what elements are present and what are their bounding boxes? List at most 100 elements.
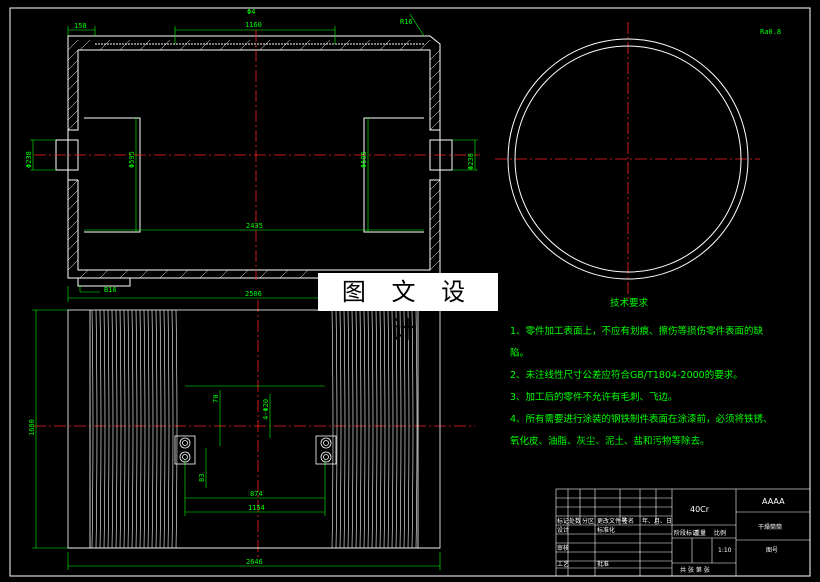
thread-line (119, 309, 122, 549)
tb-label-stage: 阶段标记 (674, 529, 698, 537)
thread-line (371, 309, 374, 549)
dim-874: 874 (250, 490, 263, 498)
thread-line (363, 309, 366, 549)
tb-label-sheets: 共 张 第 张 (680, 566, 710, 574)
dim-2506: 2506 (245, 290, 262, 298)
tech-req-line-3: 2、未注线性尺寸公差应符合GB/T1804-2000的要求。 (510, 369, 743, 381)
tb-label-count: 处数 (569, 517, 581, 525)
tb-label-mark: 标记 (557, 517, 569, 525)
tb-label-ratio: 比例 (714, 529, 726, 537)
tb-label-zone: 分区 (582, 517, 594, 525)
tech-req-line-6: 氧化皮、油脂、灰尘、泥土、盐和污物等除去。 (510, 435, 710, 447)
thread-line (403, 309, 406, 549)
thread-lines (91, 309, 418, 549)
tb-label-date: 年、月、日 (642, 517, 672, 525)
section-view (55, 35, 453, 287)
scale: 1:10 (718, 547, 732, 554)
thread-line (91, 309, 94, 549)
dim-83: 83 (198, 474, 206, 482)
thread-line (151, 309, 154, 549)
thread-line (127, 309, 130, 549)
thread-line (171, 309, 174, 549)
sheet-border (9, 7, 811, 577)
thread-line (339, 309, 342, 549)
dim-158: 158 (74, 22, 87, 30)
thread-line (415, 309, 418, 549)
tech-req-line-1: 1、零件加工表面上，不应有划痕、擦伤等损伤零件表面的缺 (510, 325, 764, 337)
watermark: 图 文 设 计 (318, 273, 498, 344)
thread-line (175, 309, 178, 549)
thread-line (103, 309, 106, 549)
center-lines (34, 22, 760, 560)
wall-hatching (67, 39, 441, 279)
thread-line (111, 309, 114, 549)
drawing-no-label: 图号 (766, 547, 778, 554)
tb-label-weight: 重量 (694, 529, 706, 537)
tb-label-approve: 批准 (597, 560, 609, 568)
thread-line (399, 309, 402, 549)
tb-label-sign: 签名 (622, 517, 634, 525)
thread-line (135, 309, 138, 549)
thread-line (139, 309, 142, 549)
dim-4phi20: 4-Φ20 (262, 399, 270, 420)
dim-2435: 2435 (246, 222, 263, 230)
tb-label-standard: 标准化 (597, 526, 615, 534)
tb-label-change: 更改文件号 (597, 517, 627, 525)
thread-line (155, 309, 158, 549)
tech-req-title: 技术要求 (610, 297, 649, 309)
thread-line (335, 309, 338, 549)
thread-line (99, 309, 102, 549)
tb-label-process: 工艺 (557, 560, 569, 568)
dim-1680: 1680 (28, 419, 36, 436)
dim-1154: 1154 (248, 504, 265, 512)
roughness-symbol: Ra0.8 (760, 28, 781, 36)
thread-line (123, 309, 126, 549)
dim-2646: 2646 (246, 558, 263, 566)
thread-line (395, 309, 398, 549)
thread-line (387, 309, 390, 549)
thread-line (115, 309, 118, 549)
thread-line (355, 309, 358, 549)
tb-label-design: 设计 (557, 526, 569, 534)
material: 40Cr (690, 505, 710, 514)
dim-phi238-right: Φ238 (467, 153, 475, 170)
dim-phi595-right: Φ595 (360, 151, 368, 168)
thread-line (143, 309, 146, 549)
drawing-name: AAAA (762, 497, 785, 506)
end-view-circle (507, 38, 749, 280)
thread-line (383, 309, 386, 549)
thread-line (367, 309, 370, 549)
dim-r16: R16 (400, 18, 413, 26)
thread-line (343, 309, 346, 549)
thread-line (407, 309, 410, 549)
thread-line (131, 309, 134, 549)
thread-line (375, 309, 378, 549)
dimension-lines (30, 13, 478, 570)
dim-phi595-left: Φ595 (128, 151, 136, 168)
thread-line (347, 309, 350, 549)
title-block (555, 488, 811, 577)
thread-line (351, 309, 354, 549)
tb-label-review: 审核 (557, 544, 569, 552)
thread-line (95, 309, 98, 549)
thread-line (147, 309, 150, 549)
thread-line (411, 309, 414, 549)
tech-req-line-2: 陷。 (510, 347, 529, 359)
tech-req-line-5: 4、所有需要进行涂装的钢铁制件表面在涂漆前，必须将铁锈、 (510, 413, 773, 425)
thread-line (159, 309, 162, 549)
thread-line (163, 309, 166, 549)
dim-phi238-left: Φ238 (25, 151, 33, 168)
dim-b16: B16 (104, 286, 117, 294)
thread-line (167, 309, 170, 549)
bolt-pads (174, 435, 337, 465)
dim-top-small: Φ4 (247, 8, 255, 16)
thread-line (331, 309, 334, 549)
thread-line (391, 309, 394, 549)
tech-req-line-4: 3、加工后的零件不允许有毛刺、飞边。 (510, 391, 678, 403)
thread-line (107, 309, 110, 549)
front-view (67, 309, 441, 549)
part-name: 干燥筒筒 (758, 523, 782, 531)
dim-1160: 1160 (245, 21, 262, 29)
thread-line (379, 309, 382, 549)
